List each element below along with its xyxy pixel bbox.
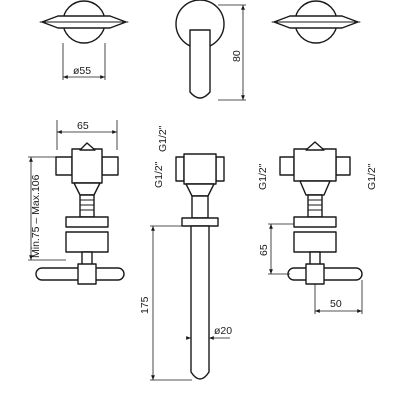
- top-left-rosette: ø55: [39, 0, 129, 80]
- dim-height-80: 80: [231, 50, 243, 62]
- dim-thread-mid: G1/2": [153, 161, 165, 188]
- dim-thread-right-right: G1/2": [366, 163, 378, 190]
- dim-length-175: 175: [139, 296, 151, 314]
- dim-thread-right-left: G1/2": [257, 163, 269, 190]
- top-right-rosette: [271, 0, 361, 44]
- top-spout-view: 80: [175, 0, 246, 101]
- dim-width-50: 50: [330, 298, 342, 310]
- dim-thread-left: G1/2": [157, 125, 169, 152]
- dim-width-65: 65: [77, 120, 89, 132]
- right-valve-side-view: G1/2" G1/2" 65 50: [257, 141, 378, 314]
- dim-diameter-55: ø55: [73, 65, 91, 77]
- center-spout-side-view: G1/2" 175 ø20: [139, 153, 232, 381]
- dim-range-min-max: Min.75 – Max.106: [30, 174, 42, 258]
- left-valve-side-view: 65 Min.75 – Max.106: [28, 120, 125, 285]
- dim-height-65: 65: [258, 244, 270, 256]
- dim-diameter-20: ø20: [214, 325, 232, 337]
